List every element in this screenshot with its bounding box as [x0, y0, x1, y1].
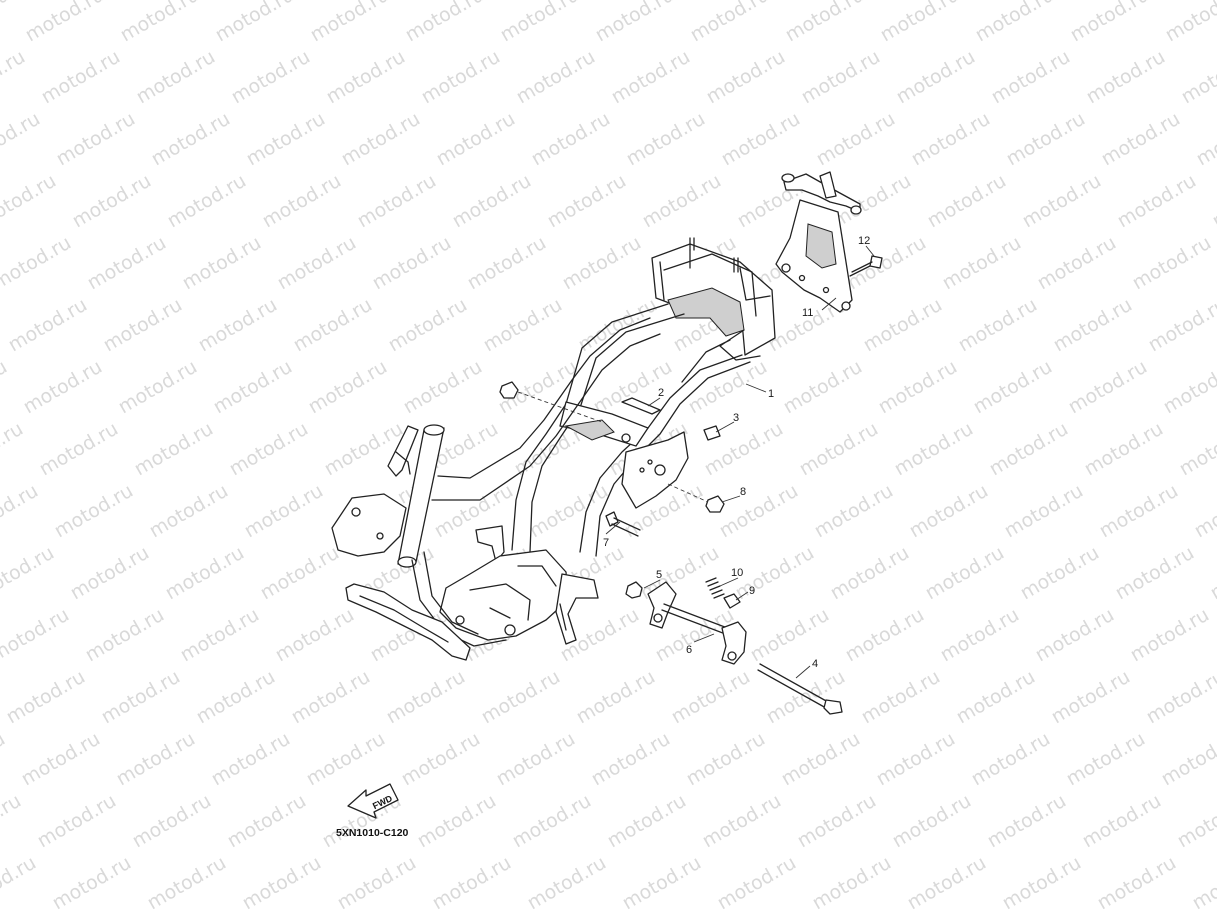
diagram-code: 5XN1010-C120: [336, 827, 409, 839]
rear-bracket-drawing: [775, 171, 883, 313]
main-frame-drawing: [331, 237, 776, 661]
callout-11: 11: [802, 307, 813, 319]
callout-labels: 1 2 3 4 5 6 7 8 9 10 11 12: [603, 235, 870, 670]
callout-3: 3: [733, 412, 739, 424]
leader-lines: [605, 245, 875, 679]
callout-4: 4: [812, 658, 818, 670]
side-stand-drawing: [625, 577, 843, 715]
callout-1: 1: [768, 388, 774, 400]
callout-2: 2: [658, 387, 664, 399]
callout-7: 7: [603, 537, 609, 549]
callout-10: 10: [731, 567, 743, 579]
callout-8: 8: [740, 486, 746, 498]
callout-12: 12: [858, 235, 870, 247]
callout-6: 6: [686, 644, 692, 656]
fwd-arrow-icon: [347, 783, 399, 819]
hardware-drawing: [499, 381, 725, 537]
callout-5: 5: [656, 569, 662, 581]
fwd-badge: FWD: [347, 783, 399, 819]
callout-9: 9: [749, 585, 755, 597]
